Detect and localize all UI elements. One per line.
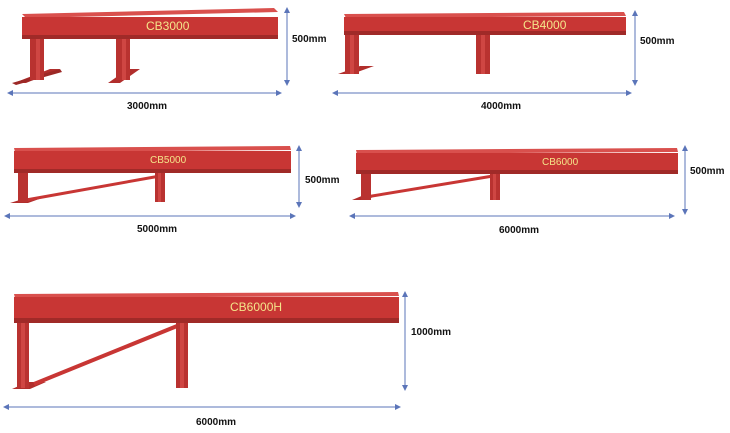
beam-label: CB6000H — [230, 300, 282, 314]
beam-web — [344, 17, 626, 34]
beam-web — [14, 151, 291, 171]
beam-cb6000: CB6000 — [352, 148, 678, 200]
beam-web — [356, 153, 678, 172]
dimension-height: 500mm — [632, 10, 675, 86]
beam-cb4000: CB4000 — [338, 12, 626, 74]
dimension-length: 6000mm — [349, 213, 675, 236]
dimension-length: 4000mm — [332, 90, 632, 112]
length-label: 6000mm — [499, 225, 539, 236]
beam-top-flange — [344, 12, 626, 18]
height-label: 500mm — [292, 34, 327, 45]
dimension-height: 500mm — [296, 145, 340, 208]
dimension-height: 1000mm — [402, 291, 451, 391]
beam-cb5000: CB5000 — [10, 146, 291, 203]
height-label: 500mm — [640, 36, 675, 47]
height-label: 500mm — [690, 166, 725, 177]
beam-web — [14, 297, 399, 321]
dimension-length: 3000mm — [7, 90, 282, 112]
diagonal-brace — [33, 322, 183, 386]
dimension-height: 500mm — [284, 6, 327, 86]
beam-label: CB6000 — [542, 157, 579, 168]
dimension-length: 6000mm — [3, 404, 401, 428]
dimension-height: 500mm — [682, 145, 725, 215]
diagonal-brace — [365, 174, 494, 199]
beam-label: CB4000 — [523, 18, 567, 32]
beam-top-flange — [356, 148, 678, 154]
beam-top-flange — [14, 146, 291, 152]
beam-cb3000: CB3000 — [12, 8, 278, 85]
length-label: 6000mm — [196, 417, 236, 428]
dimension-length: 5000mm — [4, 213, 296, 235]
support-leg — [361, 173, 371, 200]
length-label: 4000mm — [481, 101, 521, 112]
length-label: 3000mm — [127, 101, 167, 112]
height-label: 500mm — [305, 175, 340, 186]
beam-cb6000h: CB6000H — [12, 292, 399, 389]
beam-top-flange — [14, 292, 399, 298]
beam-web — [22, 17, 278, 38]
height-label: 1000mm — [411, 327, 451, 338]
diagonal-brace — [25, 174, 161, 202]
beam-top-flange — [22, 8, 278, 18]
length-label: 5000mm — [137, 224, 177, 235]
support-leg — [18, 172, 28, 202]
beam-label: CB3000 — [146, 19, 190, 33]
beam-label: CB5000 — [150, 155, 187, 166]
